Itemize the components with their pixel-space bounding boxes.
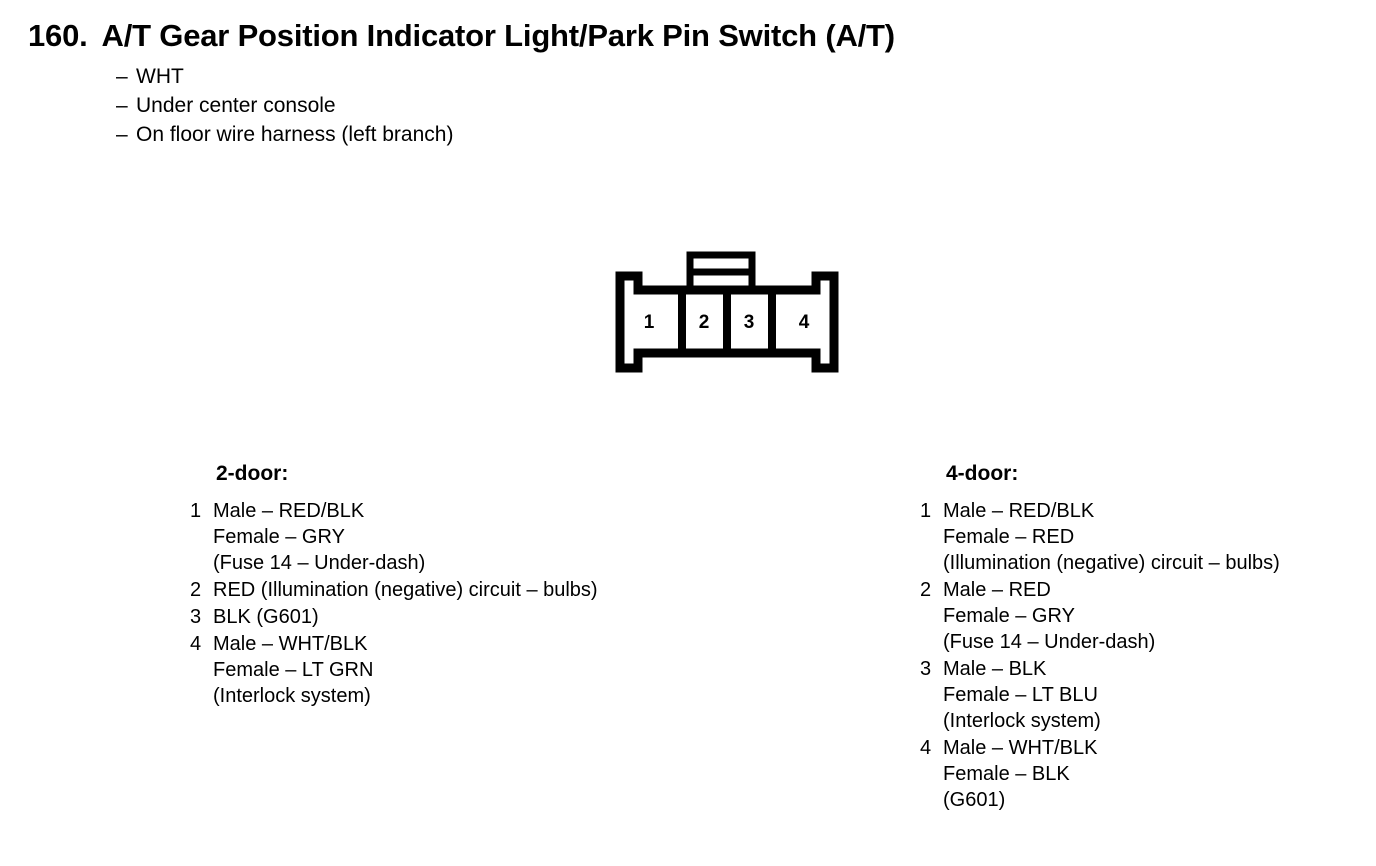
pin-list-4-door: 4-door: 1 Male – RED/BLK Female – RED (I… [920,462,1360,814]
pin-entry-index: 2 [190,579,202,601]
pin-list-2-door: 2-door: 1 Male – RED/BLK Female – GRY (F… [190,462,750,710]
header-note: –Under center console [116,91,1348,120]
pin-entry-index: 4 [190,633,202,655]
pin-entry-line: BLK (G601) [213,606,319,628]
header-note-text: WHT [136,65,184,88]
pin-entry-line: Female – LT GRN [213,659,374,681]
connector-pin-2-label: 2 [699,312,710,333]
connector-pin-4-label: 4 [799,312,810,333]
dash-glyph: – [116,94,128,117]
header-notes-list: –WHT –Under center console –On floor wir… [116,62,1348,149]
pin-entry-index: 4 [920,737,932,759]
header-note-text: Under center console [136,94,336,117]
pin-entry-line: Female – BLK [943,763,1070,785]
pin-entry: 2 Male – RED Female – GRY (Fuse 14 – Und… [920,577,1360,655]
header-note: –WHT [116,62,1348,91]
pin-entry-lines: Male – RED/BLK Female – GRY (Fuse 14 – U… [213,498,750,576]
pin-entry: 2 RED (Illumination (negative) circuit –… [190,577,750,603]
pin-entry-line: Female – GRY [943,605,1075,627]
pin-entry-lines: Male – RED Female – GRY (Fuse 14 – Under… [943,577,1360,655]
pin-entry-line: RED (Illumination (negative) circuit – b… [213,579,598,601]
pin-entry: 4 Male – WHT/BLK Female – LT GRN (Interl… [190,631,750,709]
connector-svg: 1 2 3 4 [615,251,839,373]
pin-entry-lines: Male – BLK Female – LT BLU (Interlock sy… [943,656,1360,734]
pin-entry-line: Female – GRY [213,526,345,548]
connector-diagram: 1 2 3 4 [612,250,842,375]
pin-entry-line: (Illumination (negative) circuit – bulbs… [943,552,1280,574]
pin-entry-lines: RED (Illumination (negative) circuit – b… [213,577,750,603]
pin-entry-index: 3 [920,658,932,680]
pin-entry-index: 1 [190,500,202,522]
page-header: 160. A/T Gear Position Indicator Light/P… [28,18,1348,149]
dash-glyph: – [116,123,128,146]
pin-entry-lines: Male – WHT/BLK Female – BLK (G601) [943,735,1360,813]
pin-entry: 3 BLK (G601) [190,604,750,630]
pin-entry-line: Male – RED/BLK [943,500,1095,522]
dash-glyph: – [116,65,128,88]
pin-entry-line: (Interlock system) [213,685,371,707]
pin-entry-line: Male – WHT/BLK [943,737,1098,759]
pin-entry-line: (G601) [943,789,1006,811]
section-number: 160. [28,18,88,53]
page-title: 160. A/T Gear Position Indicator Light/P… [28,18,1348,54]
pin-entry-line: (Fuse 14 – Under-dash) [213,552,426,574]
pin-entry-line: Male – WHT/BLK [213,633,368,655]
pin-entry-line: Female – RED [943,526,1075,548]
pin-entry-line: Male – RED [943,579,1051,601]
pin-list-heading: 4-door: [946,462,1019,485]
pin-entry-line: (Fuse 14 – Under-dash) [943,631,1156,653]
pin-list-heading: 2-door: [216,462,289,485]
pin-entry-lines: Male – RED/BLK Female – RED (Illuminatio… [943,498,1360,576]
header-note: –On floor wire harness (left branch) [116,120,1348,149]
section-title: A/T Gear Position Indicator Light/Park P… [101,18,896,53]
pin-entry-lines: BLK (G601) [213,604,750,630]
connector-pin-1-label: 1 [644,312,655,333]
pin-entry-line: Male – RED/BLK [213,500,365,522]
pin-entry-line: (Interlock system) [943,710,1101,732]
pin-entry-lines: Male – WHT/BLK Female – LT GRN (Interloc… [213,631,750,709]
header-note-text: On floor wire harness (left branch) [136,123,454,146]
pin-entry: 1 Male – RED/BLK Female – RED (Illuminat… [920,498,1360,576]
pin-entry: 4 Male – WHT/BLK Female – BLK (G601) [920,735,1360,813]
pin-entry-index: 1 [920,500,932,522]
pin-entry: 3 Male – BLK Female – LT BLU (Interlock … [920,656,1360,734]
connector-pin-3-label: 3 [744,312,755,333]
pin-entry-line: Male – BLK [943,658,1047,680]
connector-cavity-dividers [678,290,776,353]
pin-entry-index: 3 [190,606,202,628]
pin-entry-line: Female – LT BLU [943,684,1098,706]
pin-entry-index: 2 [920,579,932,601]
pin-entry: 1 Male – RED/BLK Female – GRY (Fuse 14 –… [190,498,750,576]
